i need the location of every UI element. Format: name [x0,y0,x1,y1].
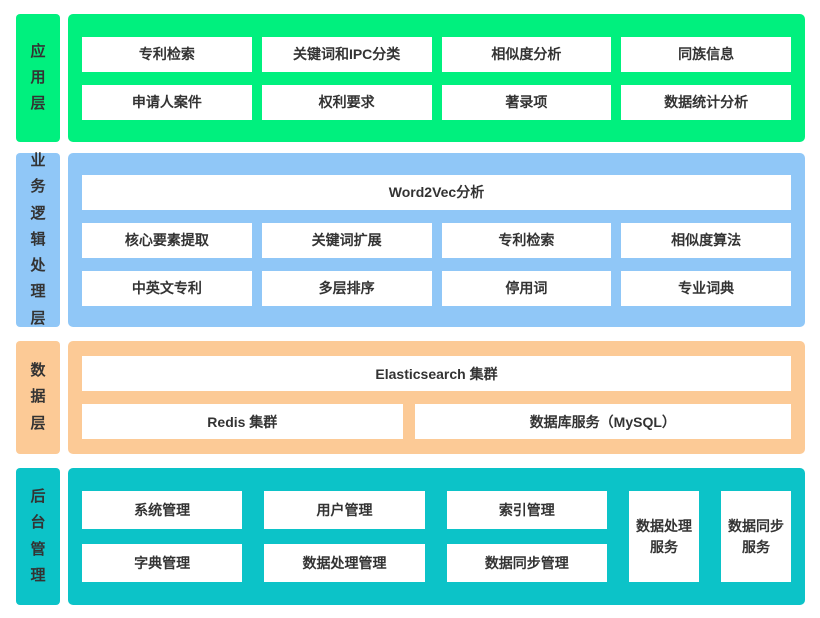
layer-label-text: 数据层 [30,362,46,432]
module-box: 专利检索 [82,36,252,72]
module-box: 数据处理管理 [264,544,425,582]
module-row: Elasticsearch 集群 [82,356,791,391]
module-box: 字典管理 [82,544,243,582]
layer-label-text: 业务逻辑处理层 [30,152,46,327]
layer-panel-application: 专利检索 关键词和IPC分类 相似度分析 同族信息 申请人案件 权利要求 著录项… [68,14,805,142]
module-box: 系统管理 [82,491,243,529]
layer-panel-admin: 系统管理 用户管理 索引管理 数据处理 服务 数据同步 服务 字典管理 数据处理… [68,468,805,605]
module-row: Redis 集群 数据库服务（MySQL） [82,404,791,439]
module-box: 用户管理 [264,491,425,529]
module-box: 多层排序 [261,270,432,306]
layer-business-logic: 业务逻辑处理层 Word2Vec分析 核心要素提取 关键词扩展 专利检索 相似度… [16,152,805,327]
module-box: 同族信息 [621,36,791,72]
module-row: Word2Vec分析 [82,174,791,210]
module-box: 著录项 [441,84,612,120]
layer-label-application: 应用层 [16,14,60,142]
module-box: 权利要求 [261,84,432,120]
module-box: 索引管理 [446,491,607,529]
module-box: 停用词 [441,270,612,306]
module-box: 关键词扩展 [261,222,432,258]
module-box: 关键词和IPC分类 [261,36,432,72]
module-box-tall: 数据同步 服务 [720,491,791,582]
module-box: 专业词典 [621,270,791,306]
layer-data: 数据层 Elasticsearch 集群 Redis 集群 数据库服务（MySQ… [16,341,805,454]
layer-label-business-logic: 业务逻辑处理层 [16,152,60,327]
layer-label-text: 后台管理 [30,488,46,584]
module-box: 数据库服务（MySQL） [414,404,791,439]
module-row: 核心要素提取 关键词扩展 专利检索 相似度算法 [82,222,791,258]
layer-application: 应用层 专利检索 关键词和IPC分类 相似度分析 同族信息 申请人案件 权利要求… [16,14,805,142]
layer-label-text: 应用层 [30,42,46,113]
layer-panel-data: Elasticsearch 集群 Redis 集群 数据库服务（MySQL） [68,341,805,454]
module-row: 专利检索 关键词和IPC分类 相似度分析 同族信息 [82,36,791,72]
layer-label-data: 数据层 [16,341,60,454]
module-box: 相似度分析 [441,36,612,72]
module-row: 中英文专利 多层排序 停用词 专业词典 [82,270,791,306]
module-box: 申请人案件 [82,84,252,120]
module-box: 数据同步管理 [446,544,607,582]
module-box: 专利检索 [441,222,612,258]
module-box: Word2Vec分析 [82,174,791,210]
module-box: 核心要素提取 [82,222,252,258]
module-box: 中英文专利 [82,270,252,306]
module-row: 申请人案件 权利要求 著录项 数据统计分析 [82,84,791,120]
module-box: Redis 集群 [82,404,403,439]
layer-admin: 后台管理 系统管理 用户管理 索引管理 数据处理 服务 数据同步 服务 字典管理… [16,468,805,605]
module-box-tall: 数据处理 服务 [628,491,699,582]
layer-label-admin: 后台管理 [16,468,60,605]
module-box: 数据统计分析 [621,84,791,120]
module-box: Elasticsearch 集群 [82,356,791,391]
module-box: 相似度算法 [621,222,791,258]
layer-panel-business-logic: Word2Vec分析 核心要素提取 关键词扩展 专利检索 相似度算法 中英文专利… [68,153,805,327]
